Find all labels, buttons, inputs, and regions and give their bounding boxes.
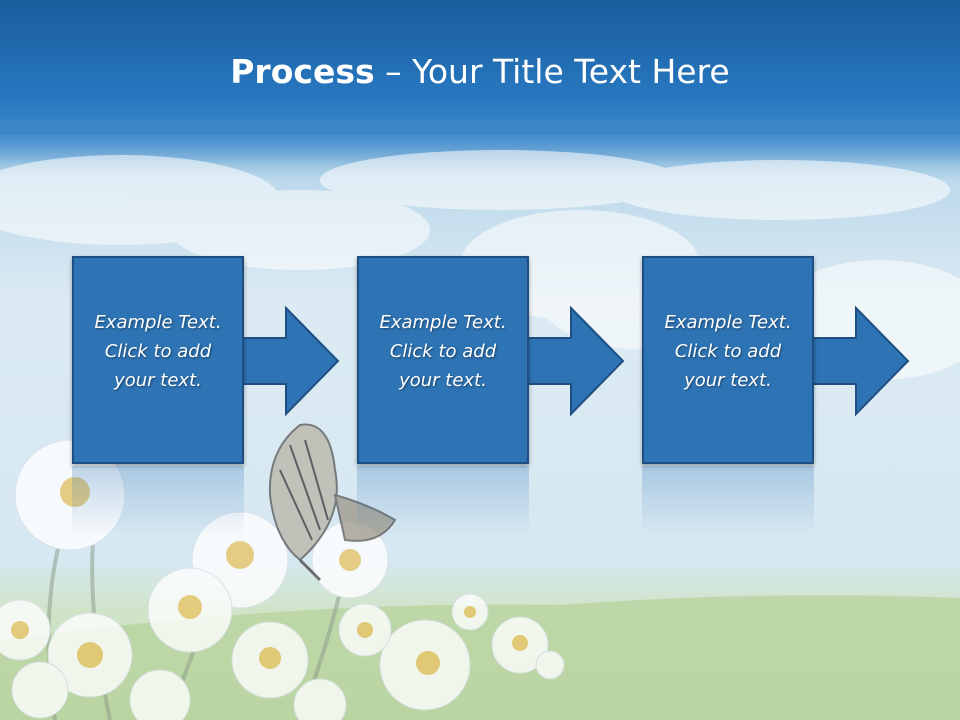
step-line-3: your text.: [399, 370, 487, 391]
step-reflection: [72, 466, 244, 536]
process-step-3[interactable]: Example Text. Click to add your text.: [642, 256, 814, 464]
step-line-3: your text.: [114, 370, 202, 391]
right-arrow-icon: [810, 306, 910, 416]
daisy-flower-icon: [0, 439, 565, 720]
step-text[interactable]: Example Text. Click to add your text.: [359, 308, 527, 395]
step-line-2: Click to add: [104, 341, 212, 362]
step-line-1: Example Text.: [379, 312, 507, 333]
meadow-hill: [0, 595, 960, 720]
slide-title: Process – Your Title Text Here: [0, 52, 960, 91]
header-band: [0, 0, 960, 135]
step-text[interactable]: Example Text. Click to add your text.: [74, 308, 242, 395]
step-reflection: [642, 466, 814, 536]
step-reflection: [357, 466, 529, 536]
step-line-2: Click to add: [389, 341, 497, 362]
title-bold: Process: [230, 52, 375, 91]
process-step-1[interactable]: Example Text. Click to add your text.: [72, 256, 244, 464]
right-arrow-icon: [525, 306, 625, 416]
step-line-2: Click to add: [674, 341, 782, 362]
title-rest: – Your Title Text Here: [374, 52, 730, 91]
step-line-3: your text.: [684, 370, 772, 391]
step-text[interactable]: Example Text. Click to add your text.: [644, 308, 812, 395]
butterfly-icon: [268, 423, 397, 582]
process-step-2[interactable]: Example Text. Click to add your text.: [357, 256, 529, 464]
right-arrow-icon: [240, 306, 340, 416]
step-line-1: Example Text.: [94, 312, 222, 333]
step-line-1: Example Text.: [664, 312, 792, 333]
